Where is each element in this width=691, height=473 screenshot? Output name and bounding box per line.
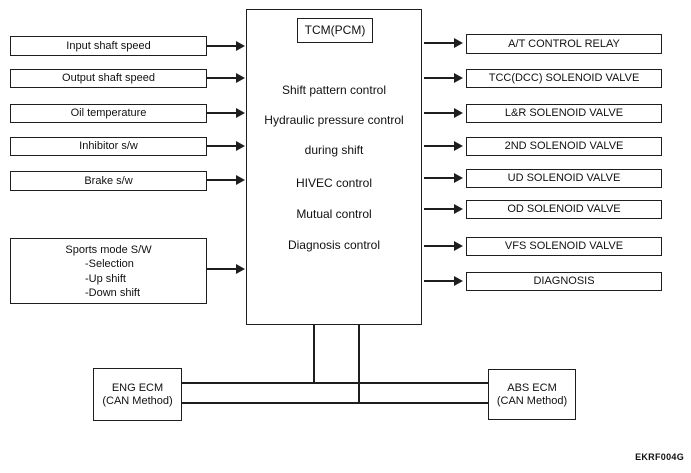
output-arrow-icon xyxy=(424,241,463,251)
tcm-function-label: HIVEC control xyxy=(295,176,373,190)
input-label: Input shaft speed xyxy=(66,39,151,52)
can-bus-line xyxy=(182,402,488,404)
output-arrow-icon xyxy=(424,73,463,83)
sports-mode-item: -Selection xyxy=(85,258,134,270)
input-box-output-shaft-speed: Output shaft speed xyxy=(10,69,207,88)
output-arrow-icon xyxy=(424,204,463,214)
output-box-tcc-dcc-solenoid-valve: TCC(DCC) SOLENOID VALVE xyxy=(466,69,662,88)
input-label: Inhibitor s/w xyxy=(79,140,138,153)
input-arrow-icon xyxy=(207,175,245,185)
figure-code-label: EKRF004G xyxy=(635,452,684,462)
output-arrow-icon xyxy=(424,173,463,183)
sports-mode-title: Sports mode S/W xyxy=(65,244,152,256)
output-arrow-icon xyxy=(424,276,463,286)
input-label: Oil temperature xyxy=(70,107,147,120)
output-arrow-icon xyxy=(424,108,463,118)
sports-mode-item: -Up shift xyxy=(85,272,126,285)
output-box-lr-solenoid-valve: L&R SOLENOID VALVE xyxy=(466,104,662,123)
output-label: UD SOLENOID VALVE xyxy=(507,172,621,185)
input-arrow-icon xyxy=(207,264,245,274)
output-arrow-icon xyxy=(424,38,463,48)
can-bus-line xyxy=(182,382,488,384)
input-box-inhibitor-switch: Inhibitor s/w xyxy=(10,137,207,156)
tcm-title-box: TCM(PCM) xyxy=(297,18,373,43)
output-label: 2ND SOLENOID VALVE xyxy=(504,140,624,153)
input-arrow-icon xyxy=(207,141,245,151)
input-label: Brake s/w xyxy=(84,174,133,187)
input-box-brake-switch: Brake s/w xyxy=(10,171,207,191)
output-box-ud-solenoid-valve: UD SOLENOID VALVE xyxy=(466,169,662,188)
abs-ecm-method: (CAN Method) xyxy=(496,394,568,407)
output-box-vfs-solenoid-valve: VFS SOLENOID VALVE xyxy=(466,237,662,256)
output-label: VFS SOLENOID VALVE xyxy=(504,240,624,253)
output-box-2nd-solenoid-valve: 2ND SOLENOID VALVE xyxy=(466,137,662,156)
sports-mode-item: -Down shift xyxy=(85,287,141,299)
tcm-function-label: during shift xyxy=(304,143,364,157)
output-box-at-control-relay: A/T CONTROL RELAY xyxy=(466,34,662,54)
tcm-main-box xyxy=(246,9,422,325)
eng-ecm-box: ENG ECM (CAN Method) xyxy=(93,368,182,421)
input-label: Output shaft speed xyxy=(62,72,155,85)
output-box-diagnosis: DIAGNOSIS xyxy=(466,272,662,291)
tcm-function-label: Hydraulic pressure control xyxy=(264,113,404,127)
tcm-can-connector-line xyxy=(358,325,360,403)
tcm-function-label: Shift pattern control xyxy=(281,83,387,97)
output-label: OD SOLENOID VALVE xyxy=(507,203,621,216)
input-arrow-icon xyxy=(207,73,245,83)
input-box-sports-mode-switch: Sports mode S/W -Selection -Up shift -Do… xyxy=(10,238,207,304)
input-arrow-icon xyxy=(207,108,245,118)
tcm-title: TCM(PCM) xyxy=(304,22,366,37)
output-label: TCC(DCC) SOLENOID VALVE xyxy=(488,72,640,85)
output-label: A/T CONTROL RELAY xyxy=(508,37,620,50)
tcm-can-connector-line xyxy=(313,325,315,383)
eng-ecm-name: ENG ECM xyxy=(111,381,164,394)
tcm-function-label: Diagnosis control xyxy=(287,238,381,252)
tcm-function-label: Mutual control xyxy=(296,207,372,221)
eng-ecm-method: (CAN Method) xyxy=(102,394,173,407)
abs-ecm-box: ABS ECM (CAN Method) xyxy=(488,369,576,420)
output-box-od-solenoid-valve: OD SOLENOID VALVE xyxy=(466,200,662,219)
input-box-oil-temperature: Oil temperature xyxy=(10,104,207,123)
output-label: L&R SOLENOID VALVE xyxy=(504,107,624,120)
output-arrow-icon xyxy=(424,141,463,151)
output-label: DIAGNOSIS xyxy=(533,275,595,288)
abs-ecm-name: ABS ECM xyxy=(507,381,557,394)
input-box-input-shaft-speed: Input shaft speed xyxy=(10,36,207,56)
input-arrow-icon xyxy=(207,41,245,51)
